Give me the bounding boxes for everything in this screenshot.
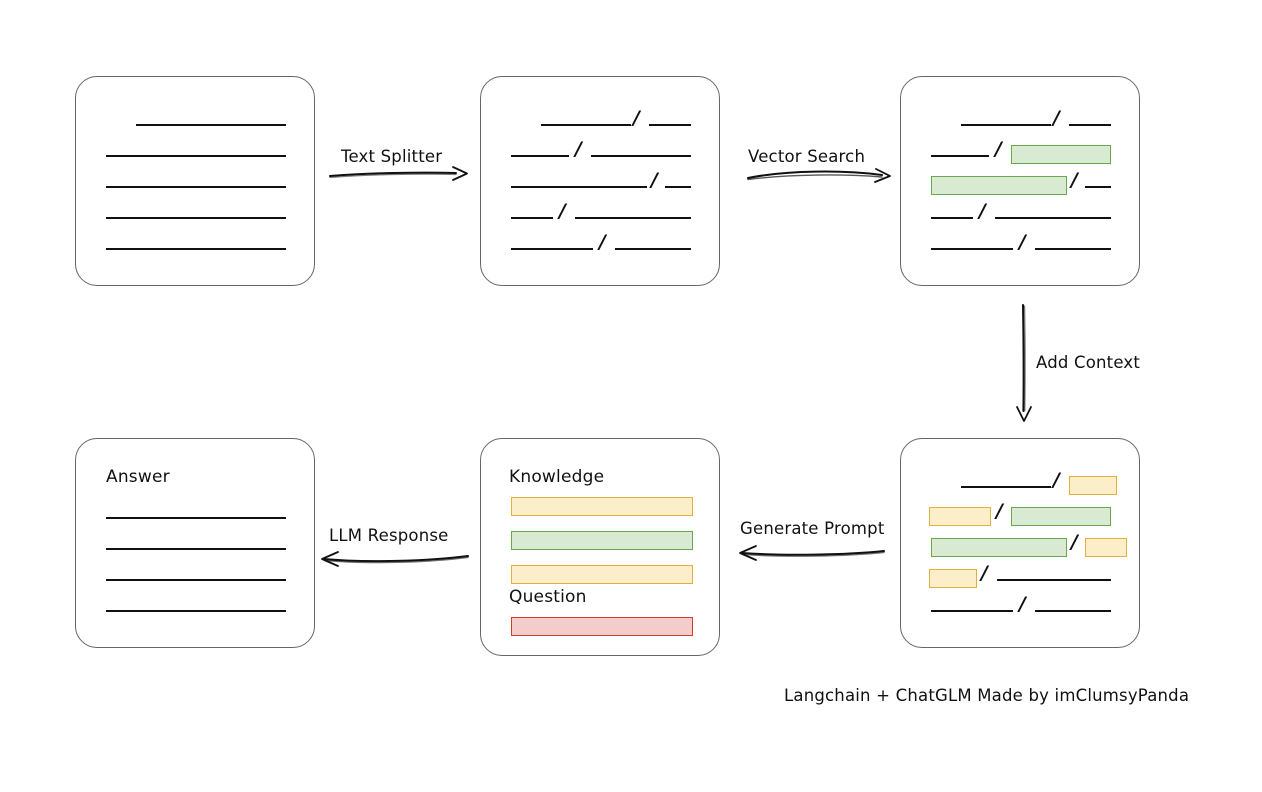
chunk-separator: / <box>995 138 1002 160</box>
edge-label-llm-response: LLM Response <box>329 526 449 545</box>
chunk-separator: / <box>996 500 1003 522</box>
chunk-segment <box>615 248 691 250</box>
node-split-chunks[interactable]: / / / / / <box>480 76 720 286</box>
arrow-vector-search <box>747 168 891 183</box>
chunk-highlight-green[interactable] <box>931 176 1067 195</box>
chunk-segment <box>961 486 1051 488</box>
chunk-segment <box>511 248 593 250</box>
chunk-segment <box>541 124 631 126</box>
knowledge-label: Knowledge <box>509 467 605 487</box>
chunk-highlight-green[interactable] <box>931 538 1067 557</box>
answer-line <box>106 517 286 519</box>
chunk-separator: / <box>633 107 640 129</box>
chunk-segment <box>511 217 553 219</box>
chunk-segment <box>1035 248 1111 250</box>
chunk-highlight-green[interactable] <box>1011 507 1111 526</box>
chunk-highlight-green[interactable] <box>1011 145 1111 164</box>
question-bar-red[interactable] <box>511 617 693 636</box>
chunk-segment <box>997 579 1111 581</box>
chunk-separator: / <box>1019 593 1026 615</box>
chunk-highlight-yellow[interactable] <box>929 569 977 588</box>
chunk-separator: / <box>981 562 988 584</box>
chunk-segment <box>1085 186 1111 188</box>
doc-line <box>106 248 286 250</box>
chunk-segment <box>1069 124 1111 126</box>
chunk-separator: / <box>1053 469 1060 491</box>
doc-line <box>106 155 286 157</box>
knowledge-bar-yellow[interactable] <box>511 565 693 584</box>
chunk-highlight-yellow[interactable] <box>1085 538 1127 557</box>
node-context-added-chunks[interactable]: / / / / / <box>900 438 1140 648</box>
edge-label-vector-search: Vector Search <box>748 147 866 166</box>
chunk-separator: / <box>1071 169 1078 191</box>
node-generated-prompt[interactable]: Knowledge Question <box>480 438 720 656</box>
answer-line <box>106 548 286 550</box>
chunk-segment <box>995 217 1111 219</box>
footer-caption: Langchain + ChatGLM Made by imClumsyPand… <box>784 686 1190 705</box>
chunk-segment <box>931 217 973 219</box>
knowledge-bar-green[interactable] <box>511 531 693 550</box>
chunk-segment <box>931 155 989 157</box>
chunk-segment <box>591 155 691 157</box>
chunk-segment <box>1035 610 1111 612</box>
chunk-segment <box>511 155 569 157</box>
doc-line <box>106 217 286 219</box>
answer-line <box>106 579 286 581</box>
doc-line <box>136 124 286 126</box>
chunk-segment <box>931 248 1013 250</box>
edge-label-text-splitter: Text Splitter <box>341 147 443 166</box>
chunk-segment <box>511 186 647 188</box>
arrow-llm-response <box>321 551 469 567</box>
chunk-segment <box>575 217 691 219</box>
arrow-generate-prompt <box>739 545 885 561</box>
chunk-segment <box>931 610 1013 612</box>
chunk-highlight-yellow[interactable] <box>1069 476 1117 495</box>
chunk-separator: / <box>651 169 658 191</box>
doc-line <box>106 186 286 188</box>
knowledge-bar-yellow[interactable] <box>511 497 693 516</box>
edge-label-add-context: Add Context <box>1036 353 1141 372</box>
chunk-separator: / <box>1071 531 1078 553</box>
chunk-segment <box>665 186 691 188</box>
chunk-segment <box>649 124 691 126</box>
chunk-separator: / <box>559 200 566 222</box>
chunk-highlight-yellow[interactable] <box>929 507 991 526</box>
node-vector-matched-chunks[interactable]: / / / / / <box>900 76 1140 286</box>
chunk-separator: / <box>1053 107 1060 129</box>
answer-label: Answer <box>106 467 170 487</box>
node-answer-document[interactable]: Answer <box>75 438 315 648</box>
edge-label-generate-prompt: Generate Prompt <box>740 519 885 538</box>
chunk-separator: / <box>575 138 582 160</box>
chunk-separator: / <box>1019 231 1026 253</box>
chunk-separator: / <box>979 200 986 222</box>
chunk-segment <box>961 124 1051 126</box>
arrow-add-context <box>1016 304 1032 422</box>
question-label: Question <box>509 587 587 607</box>
node-source-document[interactable] <box>75 76 315 286</box>
arrow-text-splitter <box>329 166 468 181</box>
answer-line <box>106 610 286 612</box>
chunk-separator: / <box>599 231 606 253</box>
